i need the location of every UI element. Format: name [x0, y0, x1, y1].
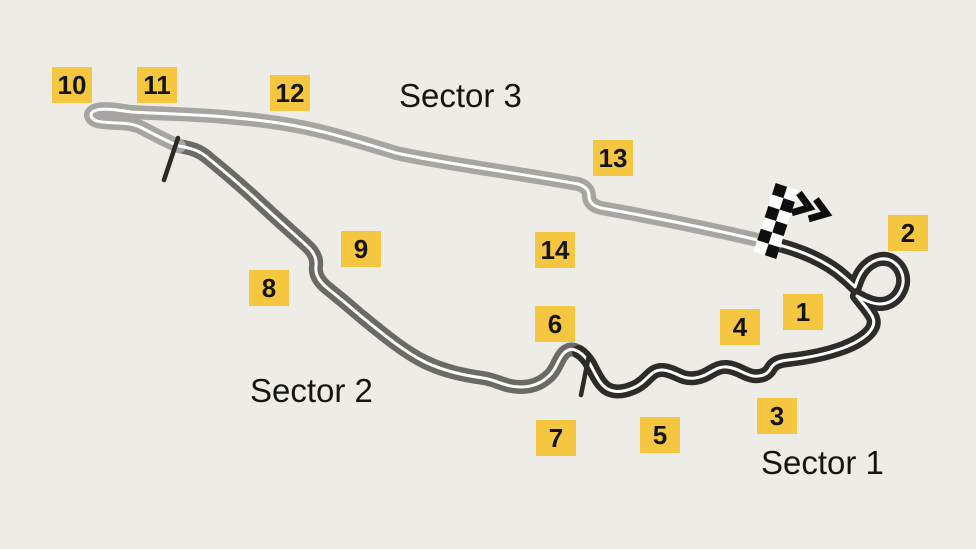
sector-boundary-tick-s1-s2	[578, 352, 592, 398]
track-centerline	[89, 107, 905, 393]
turn-badge-6: 6	[535, 306, 575, 342]
turn-badge-5: 5	[640, 417, 680, 453]
sector-1-label: Sector 1	[761, 444, 884, 481]
sector-2-label: Sector 2	[250, 372, 373, 409]
turn-badge-10: 10	[52, 67, 92, 103]
turn-badge-7: 7	[536, 420, 576, 456]
turn-badge-13: 13	[593, 140, 633, 176]
sector-3-track	[84, 102, 782, 251]
turn-badge-3: 3	[757, 398, 797, 434]
sector-boundary-tick-s2-s3	[161, 135, 181, 183]
chevron-right-icon	[790, 190, 816, 217]
turn-badge-12: 12	[270, 75, 310, 111]
sector-3-label: Sector 3	[399, 77, 522, 114]
direction-arrows-icon	[790, 190, 833, 223]
turn-badge-8: 8	[249, 270, 289, 306]
turn-badge-4: 4	[720, 309, 760, 345]
turn-badge-11: 11	[137, 67, 177, 103]
turn-badge-14: 14	[535, 232, 575, 268]
turn-badge-2: 2	[888, 215, 928, 251]
chevron-right-icon	[807, 197, 833, 223]
turn-badge-9: 9	[341, 231, 381, 267]
turn-badge-1: 1	[783, 294, 823, 330]
